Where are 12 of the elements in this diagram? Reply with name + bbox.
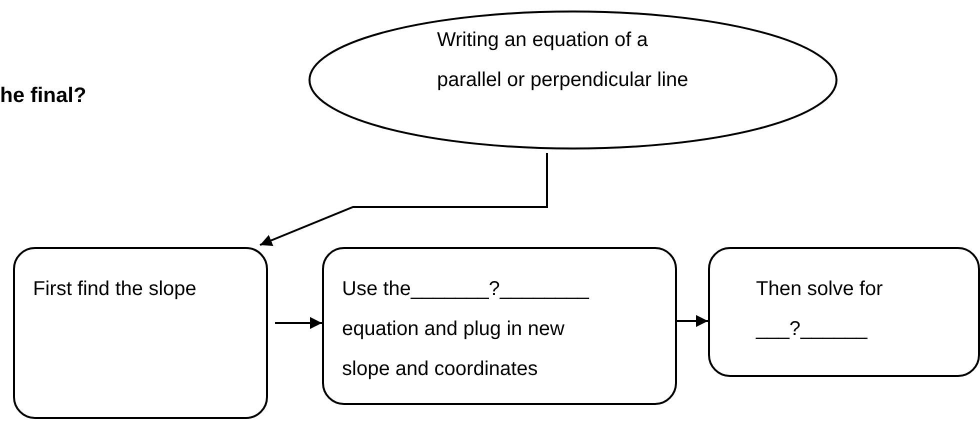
arrow — [260, 153, 548, 246]
topic-ellipse — [308, 10, 838, 150]
node-text: Use the_______?________ equation and plug in new slope and coordinates — [342, 277, 590, 382]
node-text: Writing an equation of a parallel or perpendicular line — [437, 28, 690, 93]
node-text: Then solve for ___?______ — [756, 277, 884, 342]
arrow — [275, 317, 322, 329]
arrow — [677, 315, 708, 327]
process-box — [322, 247, 677, 405]
process-box — [708, 247, 980, 377]
heading-text: he final? — [0, 84, 86, 108]
process-box — [13, 247, 268, 419]
node-text: First find the slope — [33, 277, 198, 302]
